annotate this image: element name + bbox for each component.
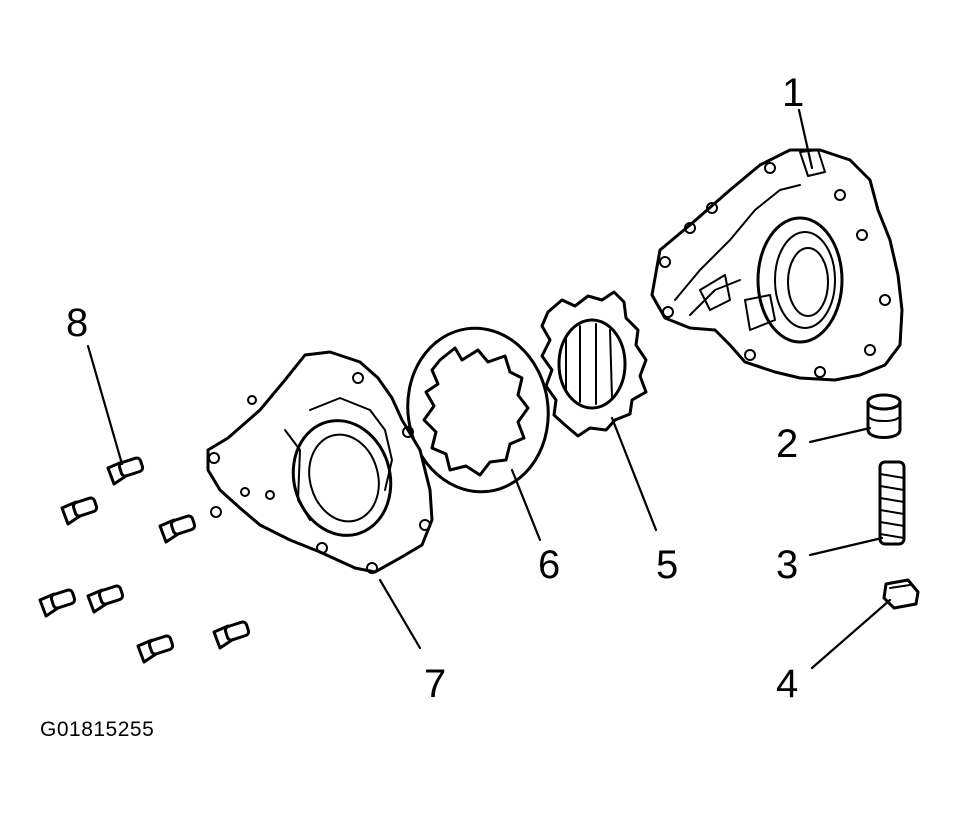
callout-5: 5 [656,543,678,587]
leader-lines [86,108,892,670]
part-2-sleeve [866,393,902,439]
leader-4 [810,598,892,670]
part-4-plug [882,578,920,610]
leader-5 [610,416,658,532]
callout-3: 3 [776,543,798,587]
callout-labels: 1 2 3 4 5 6 7 8 [66,71,804,706]
bolt [86,584,125,614]
bolt [158,514,197,544]
bolt [212,620,251,650]
bolt [60,496,99,526]
leader-3 [808,536,884,557]
bolt [136,634,175,664]
leader-1 [797,108,814,170]
bolt [38,588,77,618]
part-8-bolts [38,456,251,664]
callout-8: 8 [66,301,88,345]
part-6-outer-rotor [406,326,550,494]
part-7-cover-plate [206,350,434,574]
leader-7 [378,578,422,650]
leader-2 [808,426,872,444]
leader-6 [510,468,542,542]
callout-6: 6 [538,543,560,587]
leader-8 [86,344,124,466]
callout-7: 7 [424,662,446,706]
callout-4: 4 [776,662,798,706]
part-1-pump-housing [650,148,904,382]
callout-1: 1 [782,71,804,115]
part-3-spring [878,460,906,546]
figure-id: G01815255 [40,718,155,741]
callout-2: 2 [776,422,798,466]
part-5-inner-rotor [540,290,648,438]
bolt [106,456,145,486]
